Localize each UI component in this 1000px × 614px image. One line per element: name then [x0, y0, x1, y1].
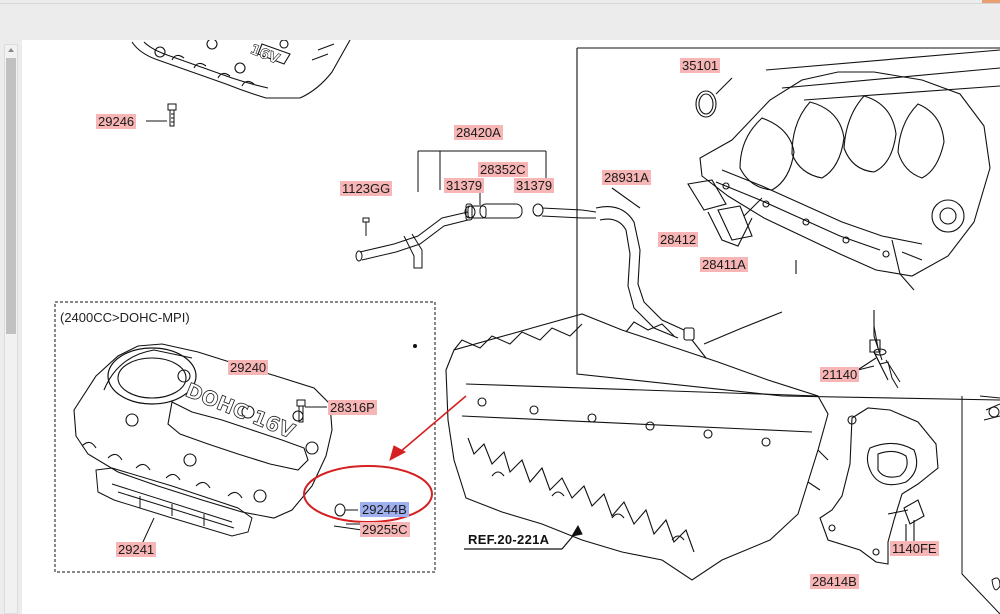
reference-pointer	[464, 524, 583, 550]
hose-28931A	[595, 187, 783, 359]
parts-diagram: 16V	[54, 40, 1000, 614]
breather-hose-assembly	[355, 150, 597, 269]
part-label-29246[interactable]: 29246	[96, 114, 137, 129]
svg-text:16V: 16V	[248, 42, 282, 68]
inset-baffle	[95, 467, 253, 545]
browser-top-bar	[0, 0, 1000, 38]
intake-manifold	[576, 47, 1000, 401]
bolt-29246	[146, 103, 177, 127]
inset-bolt-28316P	[296, 399, 327, 423]
part-label-28931A[interactable]: 28931A	[602, 170, 651, 185]
inset-engine-cover	[73, 343, 333, 519]
part-label-21140[interactable]: 21140	[820, 367, 860, 382]
part-label-29241[interactable]: 29241	[116, 542, 157, 557]
part-label-28414B[interactable]: 28414B	[810, 574, 859, 589]
reference-label[interactable]: REF.20-221A	[468, 532, 550, 547]
part-label-31379-left[interactable]: 31379	[444, 178, 485, 193]
part-label-35101[interactable]: 35101	[680, 58, 721, 73]
cover-emboss: DOHC 16V	[182, 378, 298, 444]
right-edge-parts	[961, 396, 1000, 614]
inset-title: (2400CC>DOHC-MPI)	[60, 310, 190, 325]
part-label-29240[interactable]: 29240	[228, 360, 269, 375]
scroll-up-arrow-icon[interactable]	[7, 46, 15, 54]
part-label-29244B[interactable]: 29244B	[360, 502, 409, 517]
cylinder-head	[445, 313, 829, 581]
diagram-canvas	[22, 40, 1000, 614]
part-label-1123GG[interactable]: 1123GG	[340, 181, 393, 196]
top-divider	[0, 3, 1000, 4]
scrollbar-thumb[interactable]	[6, 58, 16, 334]
part-label-28316P[interactable]: 28316P	[328, 400, 377, 415]
part-label-31379-right[interactable]: 31379	[514, 178, 555, 193]
inset-bolt-29244B	[333, 503, 363, 531]
upper-cover-partial	[131, 40, 351, 99]
part-label-1140FE[interactable]: 1140FE	[890, 541, 939, 556]
part-label-28412[interactable]: 28412	[658, 232, 699, 247]
part-label-28420A[interactable]: 28420A	[454, 125, 503, 140]
part-label-28352C[interactable]: 28352C	[478, 162, 528, 177]
top-accent	[982, 0, 1000, 3]
part-label-29255C[interactable]: 29255C	[360, 522, 410, 537]
inset-frame	[54, 301, 436, 573]
part-label-28411A[interactable]: 28411A	[700, 257, 748, 272]
engine-bracket	[819, 407, 939, 565]
